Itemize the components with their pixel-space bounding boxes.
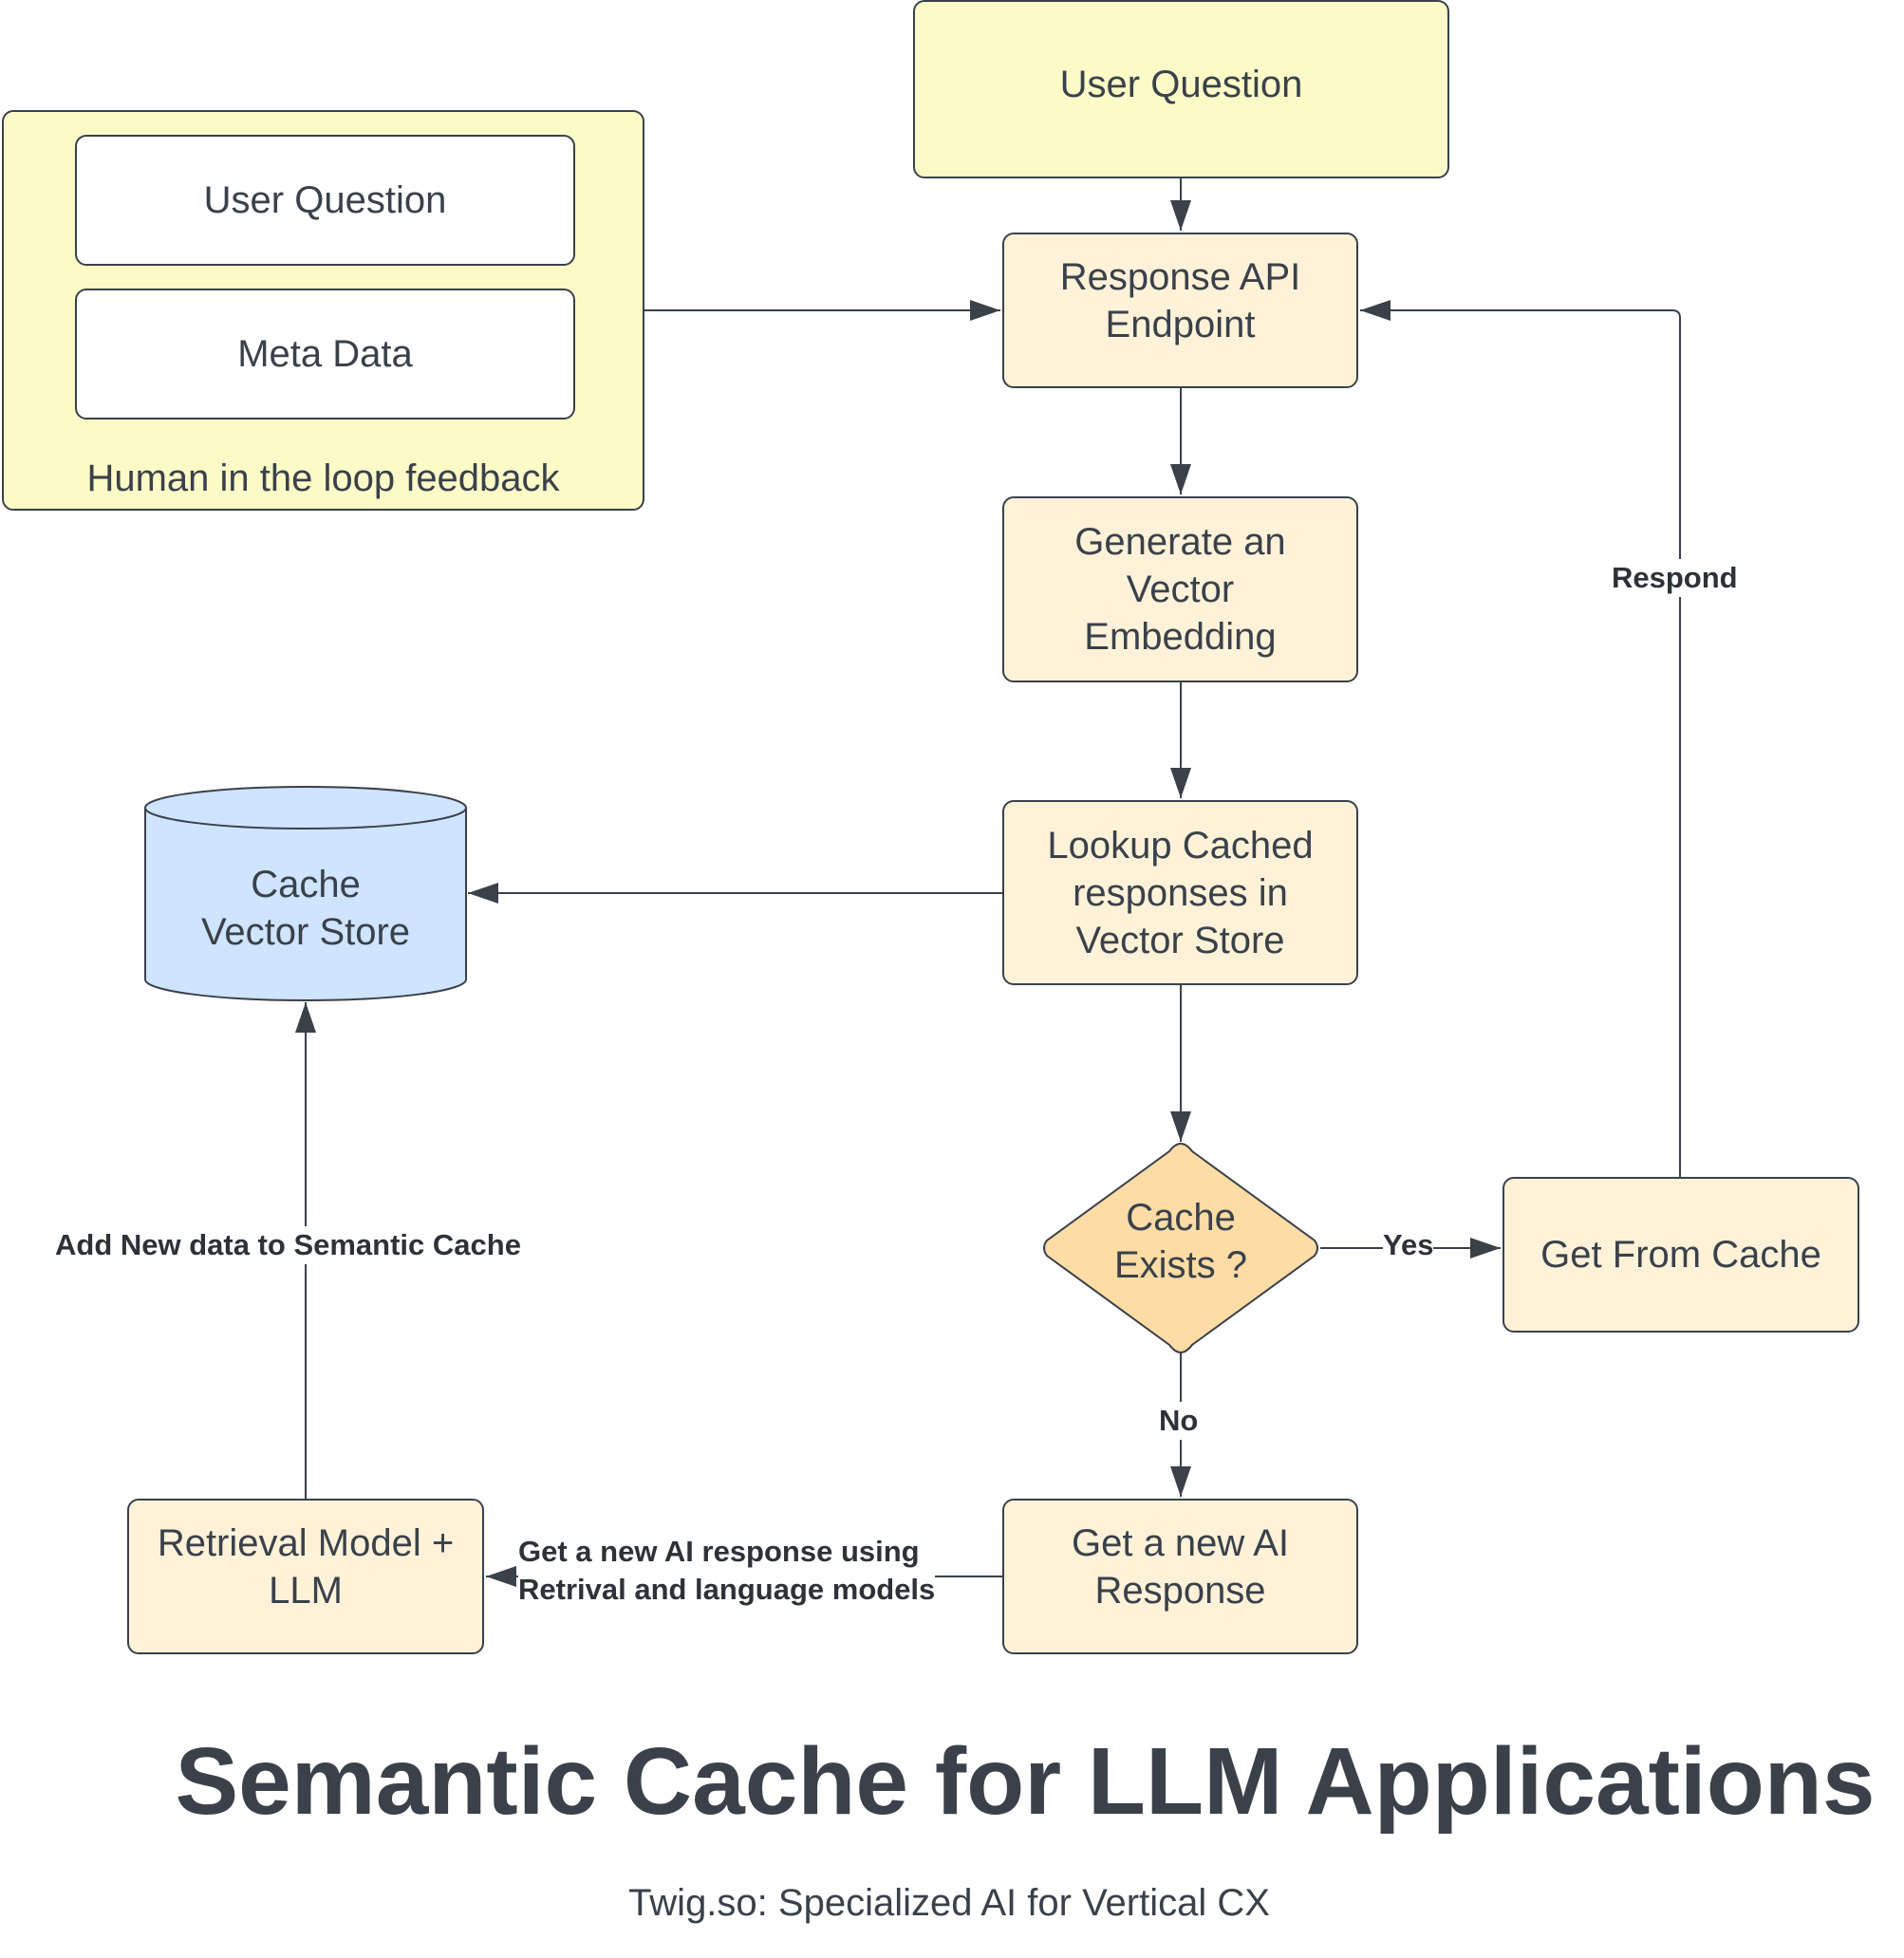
- lookup-cached-node[interactable]: Lookup Cached responses in Vector Store: [1002, 800, 1358, 985]
- meta-data-node[interactable]: Meta Data: [75, 289, 575, 420]
- generate-embedding-node[interactable]: Generate an Vector Embedding: [1002, 496, 1358, 682]
- group-user-question-label: User Question: [203, 179, 447, 221]
- retrieval-model-llm-node[interactable]: Retrieval Model + LLM: [127, 1499, 484, 1654]
- new-ai-label-line1: Get a new AI: [1071, 1522, 1290, 1564]
- lookup-label-line1: Lookup Cached: [1047, 824, 1314, 867]
- lookup-label-line2: responses in: [1073, 871, 1288, 914]
- cache-vector-store-label: Cache Vector Store: [145, 861, 466, 956]
- decision-label-line2: Exists ?: [1113, 1244, 1248, 1286]
- meta-data-label: Meta Data: [237, 333, 413, 375]
- user-question-label: User Question: [1059, 64, 1303, 105]
- generate-label-line1: Generate an: [1074, 521, 1286, 563]
- generate-label-line3: Embedding: [1084, 616, 1277, 658]
- response-api-label-line2: Endpoint: [1105, 304, 1256, 345]
- generate-label-line2: Vector: [1126, 569, 1235, 610]
- human-in-the-loop-group: User Question Meta Data Human in the loo…: [2, 110, 644, 511]
- get-new-ai-response-node[interactable]: Get a new AI Response: [1002, 1499, 1358, 1654]
- cache-store-label-line2: Vector Store: [200, 911, 411, 953]
- cache-exists-label: Cache Exists ?: [1041, 1194, 1320, 1289]
- get-new-response-edge-label: Get a new AI response using Retrival and…: [518, 1533, 936, 1609]
- new-ai-label-line2: Response: [1094, 1570, 1266, 1612]
- lookup-label-line3: Vector Store: [1075, 919, 1285, 961]
- get-from-cache-node[interactable]: Get From Cache: [1503, 1177, 1859, 1333]
- group-label: Human in the loop feedback: [86, 457, 560, 499]
- yes-edge-label: Yes: [1383, 1226, 1434, 1264]
- get-new-response-label-line1: Get a new AI response using: [518, 1535, 920, 1568]
- respond-edge-label: Respond: [1612, 559, 1738, 597]
- retrieval-label-line1: Retrieval Model +: [157, 1522, 455, 1564]
- response-api-endpoint-node[interactable]: Response API Endpoint: [1002, 233, 1358, 388]
- decision-label-line1: Cache: [1126, 1197, 1236, 1239]
- no-edge-label: No: [1159, 1402, 1199, 1440]
- response-api-label-line1: Response API: [1059, 256, 1301, 298]
- diagram-title: Semantic Cache for LLM Applications: [175, 1728, 1876, 1835]
- get-new-response-label-line2: Retrival and language models: [518, 1573, 936, 1606]
- retrieval-label-line2: LLM: [269, 1570, 343, 1612]
- diagram-subtitle: Twig.so: Specialized AI for Vertical CX: [628, 1882, 1270, 1924]
- cache-store-label-line1: Cache: [251, 864, 361, 905]
- edge-respond: [1360, 300, 1681, 1177]
- group-user-question-node[interactable]: User Question: [75, 135, 575, 266]
- get-from-cache-label: Get From Cache: [1540, 1234, 1821, 1276]
- cache-vector-store-cylinder: [144, 786, 467, 1001]
- user-question-node[interactable]: User Question: [913, 0, 1449, 178]
- cache-exists-diamond[interactable]: [1043, 1142, 1318, 1354]
- add-new-data-edge-label: Add New data to Semantic Cache: [55, 1226, 521, 1264]
